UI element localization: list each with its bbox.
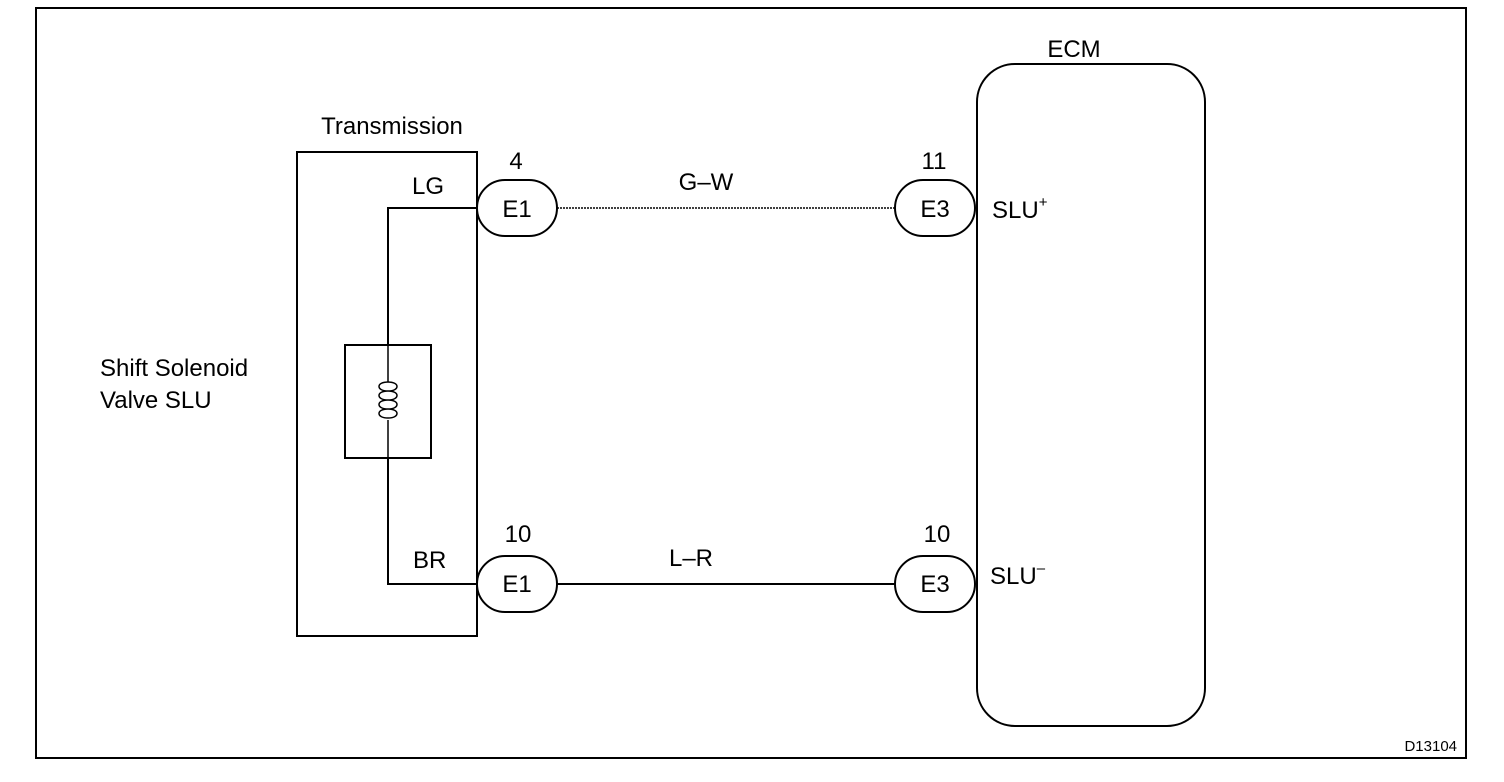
solenoid-coil-symbol: [344, 344, 432, 459]
transmission-box: [296, 151, 478, 637]
transmission-title: Transmission: [321, 113, 463, 140]
wire-bottom-color-code: L–R: [669, 545, 713, 572]
ecm-pin-top-superscript: +: [1039, 194, 1048, 211]
connector-e1-bottom: E1: [476, 555, 558, 613]
connector-e1-bottom-pin: 10: [505, 521, 532, 548]
transmission-pin-top-label: LG: [412, 173, 444, 200]
wire-top-color-code: G–W: [679, 169, 734, 196]
internal-wire-bottom: [387, 458, 477, 585]
solenoid-label-line2: Valve SLU: [100, 387, 212, 414]
connector-e3-bottom-name: E3: [920, 571, 949, 598]
ecm-box: [976, 63, 1206, 727]
connector-e1-top-pin: 4: [509, 148, 522, 175]
ecm-title: ECM: [1047, 36, 1100, 63]
connector-e1-bottom-name: E1: [502, 571, 531, 598]
connector-e1-top-name: E1: [502, 196, 531, 223]
connector-e3-bottom-pin: 10: [924, 521, 951, 548]
connector-e3-top-name: E3: [920, 196, 949, 223]
figure-id: D13104: [1404, 738, 1457, 755]
solenoid-label-line1: Shift Solenoid: [100, 355, 248, 382]
connector-e1-top: E1: [476, 179, 558, 237]
internal-wire-top: [387, 207, 477, 345]
ecm-pin-top-name: SLU: [992, 197, 1039, 224]
ecm-pin-bottom-label: SLU–: [990, 560, 1046, 590]
connector-e3-top-pin: 11: [922, 148, 947, 175]
transmission-pin-bottom-label: BR: [413, 547, 446, 574]
ecm-pin-top-label: SLU+: [992, 194, 1048, 224]
ecm-pin-bottom-name: SLU: [990, 563, 1037, 590]
connector-e3-top: E3: [894, 179, 976, 237]
ecm-pin-bottom-superscript: –: [1037, 560, 1046, 577]
diagram-frame: [35, 7, 1467, 759]
connector-e3-bottom: E3: [894, 555, 976, 613]
